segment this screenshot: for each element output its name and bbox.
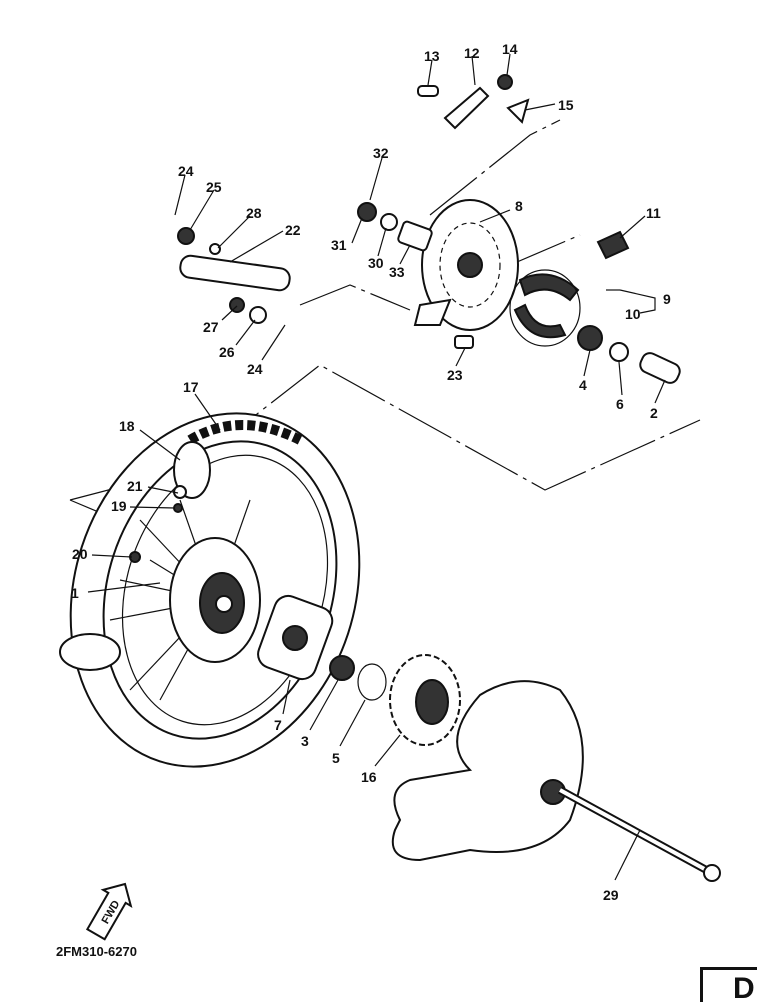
part-label: 13 [424, 48, 440, 64]
part-label: 21 [127, 478, 143, 494]
diagram-part-number: 2FM310-6270 [56, 944, 137, 959]
part-label: 2 [650, 405, 658, 421]
part-label: 8 [515, 198, 523, 214]
part-label: 4 [579, 377, 587, 393]
part-labels: 1 2 3 4 5 6 7 8 9 10 11 12 13 14 15 16 1… [71, 41, 671, 903]
part-label: 24 [178, 163, 194, 179]
part-label: 24 [247, 361, 263, 377]
part-label: 14 [502, 41, 518, 57]
page-letter: D [733, 972, 755, 1002]
hub-damper [257, 594, 334, 681]
part-label: 32 [373, 145, 389, 161]
part-label: 12 [464, 45, 480, 61]
fwd-arrow-icon: FWD [85, 882, 133, 941]
part-label: 6 [616, 396, 624, 412]
bearing-3 [329, 655, 355, 681]
part-label: 9 [663, 291, 671, 307]
part-label: 18 [119, 418, 135, 434]
part-label: 11 [646, 205, 661, 221]
page-letter-box: D [700, 967, 757, 1002]
part-label: 26 [219, 344, 235, 360]
part-label: 19 [111, 498, 127, 514]
part-label: 20 [72, 546, 88, 562]
wheel-hub [109, 499, 261, 701]
brake-shoes [509, 269, 581, 347]
tube [173, 441, 211, 499]
part-label: 5 [332, 750, 340, 766]
part-label: 17 [183, 379, 199, 395]
part-label: 28 [246, 205, 262, 221]
part-label: 16 [361, 769, 377, 785]
part-label: 3 [301, 733, 309, 749]
part-label: 1 [71, 585, 79, 601]
part-label: 15 [558, 97, 574, 113]
part-label: 23 [447, 367, 463, 383]
o-ring-5 [357, 663, 387, 701]
part-label: 7 [274, 717, 282, 733]
part-label: 25 [206, 179, 222, 195]
clutch-hub-16 [389, 654, 461, 746]
part-label: 33 [389, 264, 405, 280]
part-label: 29 [603, 887, 619, 903]
final-drive-case [391, 680, 584, 862]
part-label: 10 [625, 306, 641, 322]
part-label: 22 [285, 222, 301, 238]
leader-lines [87, 53, 666, 881]
axle [558, 786, 721, 882]
part-label: 27 [203, 319, 219, 335]
part-label: 30 [368, 255, 384, 271]
brake-shoe-plate [413, 199, 519, 331]
part-label: 31 [331, 237, 347, 253]
small-parts [129, 74, 681, 563]
